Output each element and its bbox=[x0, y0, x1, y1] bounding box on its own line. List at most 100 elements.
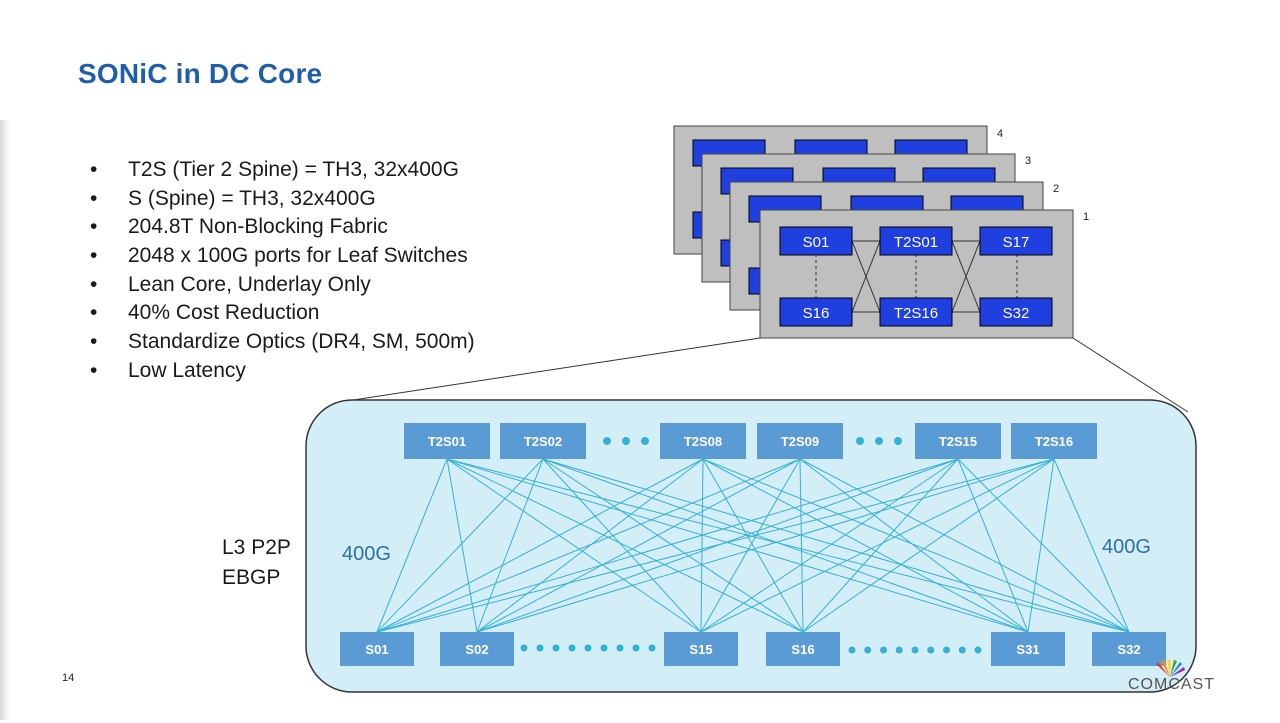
fabric-link bbox=[542, 458, 1029, 633]
fabric-link bbox=[700, 458, 1055, 633]
fabric-link bbox=[1053, 458, 1130, 633]
t2s-node bbox=[757, 423, 843, 459]
ellipsis-dot bbox=[603, 437, 611, 445]
plane-node bbox=[879, 226, 953, 256]
logo-text: COMCAST bbox=[1128, 676, 1215, 693]
s-node bbox=[766, 632, 840, 666]
plane-node-label: T2S16 bbox=[894, 305, 938, 322]
s-node-label: S01 bbox=[365, 642, 388, 657]
ellipsis-dot bbox=[943, 646, 950, 654]
protocol-label-line1: L3 P2P bbox=[222, 536, 291, 559]
ellipsis-dot bbox=[552, 644, 560, 652]
plane-number: 1 bbox=[1083, 211, 1089, 223]
bullet-item: Lean Core, Underlay Only bbox=[90, 271, 475, 300]
ellipsis-dot bbox=[568, 644, 576, 652]
zoom-line-left bbox=[339, 337, 761, 403]
fabric-link bbox=[542, 458, 1130, 633]
s-node-label: S16 bbox=[791, 642, 814, 657]
ellipsis-dot bbox=[974, 646, 982, 654]
fabric-link bbox=[446, 458, 478, 633]
fabric-link bbox=[376, 458, 448, 633]
plane-number: 4 bbox=[997, 128, 1003, 140]
fabric-link bbox=[700, 458, 801, 633]
t2s-node bbox=[1011, 423, 1097, 459]
s-node bbox=[991, 632, 1065, 666]
bullet-item: Low Latency bbox=[90, 357, 475, 386]
ellipsis-dot bbox=[864, 646, 872, 654]
t2s-node-label: T2S08 bbox=[684, 434, 722, 449]
fabric-link bbox=[702, 458, 804, 633]
page-number: 14 bbox=[62, 672, 75, 684]
s-node bbox=[340, 632, 414, 666]
ellipsis-dot bbox=[632, 644, 640, 652]
ellipsis-dot bbox=[536, 644, 544, 652]
plane-node bbox=[979, 226, 1053, 256]
fabric-link bbox=[476, 458, 1055, 633]
fabric-link bbox=[700, 458, 704, 633]
plane-node-label: S17 bbox=[1003, 234, 1030, 251]
fabric-link bbox=[446, 458, 1130, 633]
ellipsis-dot bbox=[648, 644, 656, 652]
fabric-link bbox=[799, 458, 804, 633]
s-node-label: S15 bbox=[689, 642, 712, 657]
s-node bbox=[1092, 632, 1166, 666]
plane-node bbox=[979, 297, 1053, 327]
s-node-label: S32 bbox=[1117, 642, 1140, 657]
bullet-item: 2048 x 100G ports for Leaf Switches bbox=[90, 242, 475, 271]
bullet-item: 40% Cost Reduction bbox=[90, 299, 475, 328]
plane-node bbox=[779, 226, 853, 256]
fabric-link bbox=[376, 458, 544, 633]
fabric-link bbox=[446, 458, 702, 633]
fabric-link bbox=[1027, 458, 1055, 633]
fabric-link bbox=[702, 458, 1130, 633]
bullet-item: Standardize Optics (DR4, SM, 500m) bbox=[90, 328, 475, 357]
fabric-link bbox=[376, 458, 704, 633]
zoom-line-right bbox=[1072, 337, 1189, 413]
plane-number: 2 bbox=[1053, 183, 1059, 195]
ellipsis-dot bbox=[875, 437, 883, 445]
t2s-node bbox=[660, 423, 746, 459]
t2s-node-label: T2S15 bbox=[939, 434, 977, 449]
t2s-node bbox=[404, 423, 490, 459]
plane-node-label: S16 bbox=[803, 305, 830, 322]
fabric-ellipsis-dots bbox=[520, 437, 982, 654]
bullet-item: 204.8T Non-Blocking Fabric bbox=[90, 213, 475, 242]
fabric-link bbox=[802, 458, 959, 633]
peacock-icon bbox=[1156, 660, 1185, 677]
ellipsis-dot bbox=[584, 644, 592, 652]
ellipsis-dot bbox=[600, 644, 608, 652]
ellipsis-dot bbox=[520, 644, 528, 652]
link-speed-right: 400G bbox=[1102, 536, 1151, 558]
comcast-logo: COMCAST bbox=[1128, 660, 1228, 700]
fabric-panel bbox=[305, 399, 1197, 693]
ellipsis-dot bbox=[880, 646, 887, 654]
plane-node-label: T2S01 bbox=[894, 234, 938, 251]
plane-number: 3 bbox=[1025, 155, 1031, 167]
plane-1: S01 T2S01 S17 S16 T2S16 S32 bbox=[759, 209, 1074, 339]
ellipsis-dot bbox=[911, 646, 919, 654]
protocol-label-line2: EBGP bbox=[222, 566, 281, 589]
t2s-node-label: T2S09 bbox=[781, 434, 819, 449]
plane-node-label: S32 bbox=[1003, 305, 1030, 322]
fabric-link bbox=[542, 458, 702, 633]
plane-stack: S01 T2S01 S17 S16 T2S16 S32 4 3 2 1 bbox=[673, 125, 1089, 339]
ellipsis-dot bbox=[895, 646, 903, 654]
ellipsis-dot bbox=[848, 646, 856, 654]
ellipsis-dot bbox=[856, 437, 864, 445]
plane-node bbox=[779, 297, 853, 327]
bullet-item: S (Spine) = TH3, 32x400G bbox=[90, 185, 475, 214]
plane-node bbox=[879, 297, 953, 327]
t2s-node bbox=[915, 423, 1001, 459]
link-speed-left: 400G bbox=[342, 543, 391, 565]
t2s-node-label: T2S02 bbox=[524, 434, 562, 449]
bullet-item: T2S (Tier 2 Spine) = TH3, 32x400G bbox=[90, 156, 475, 185]
slide-title: SONiC in DC Core bbox=[78, 58, 323, 89]
fabric-link bbox=[376, 458, 959, 633]
ellipsis-dot bbox=[616, 644, 624, 652]
ellipsis-dot bbox=[927, 646, 935, 654]
fabric-link bbox=[957, 458, 1130, 633]
fabric-link bbox=[799, 458, 1029, 633]
